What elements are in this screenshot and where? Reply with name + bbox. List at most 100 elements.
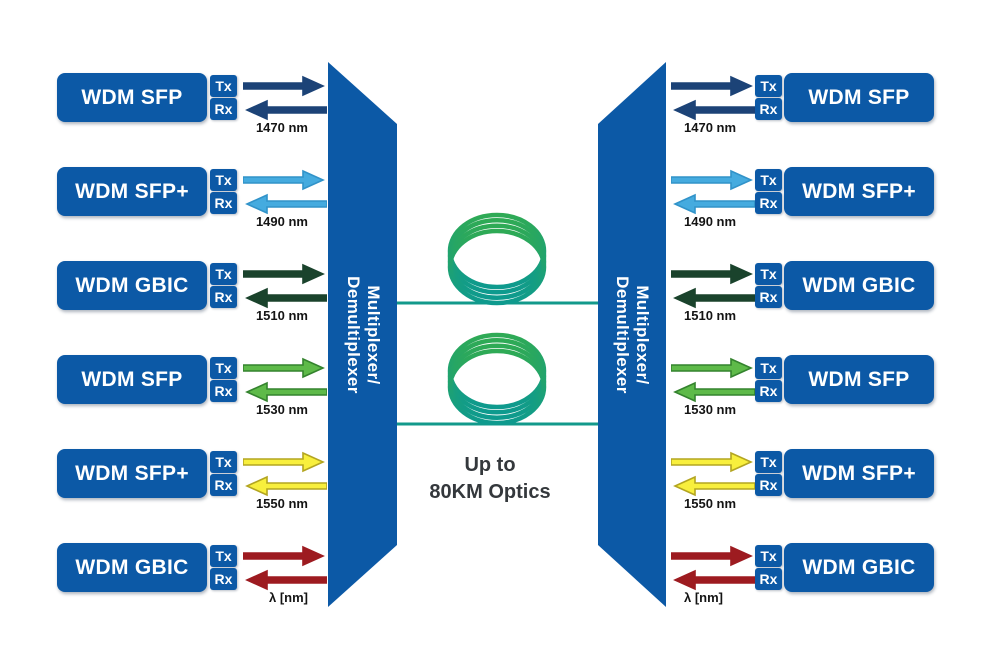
tx-arrow-icon [671,75,753,97]
multiplexer-left-shape [328,62,397,607]
arrow-pair-left [243,169,327,215]
device-label: WDM SFP [808,367,910,391]
arrow-pair-right [671,169,755,215]
device-box-left: WDM SFP+ [57,167,207,216]
device-label: WDM SFP+ [75,179,189,203]
port-rx: Rx [755,286,782,308]
arrow-pair-right [671,75,755,121]
arrow-pair-left [243,75,327,121]
wavelength-label-right: 1490 nm [684,214,737,229]
arrow-pair-left [243,545,327,591]
port-rx-label: Rx [759,571,778,587]
device-row: WDM SFP+ Tx Rx 1550 nm 1550 nm Tx Rx WDM… [0,449,1000,511]
port-rx-label: Rx [214,289,233,305]
distance-line2: 80KM Optics [429,481,551,503]
port-tx-label: Tx [215,548,232,564]
rx-arrow-icon [245,193,327,215]
wavelength-label-right: 1530 nm [684,402,737,417]
wavelength-label-right: 1470 nm [684,120,737,135]
arrow-pair-right [671,357,755,403]
tx-arrow-icon [243,545,325,567]
port-tx: Tx [210,451,237,473]
device-label: WDM SFP+ [802,179,916,203]
multiplexer-right: Multiplexer/ Demultiplexer [597,62,666,607]
rx-arrow-icon [673,569,755,591]
port-tx: Tx [210,357,237,379]
rx-arrow-icon [673,475,755,497]
rx-arrow-icon [673,99,755,121]
port-rx: Rx [755,380,782,402]
device-label: WDM GBIC [802,555,916,579]
rx-arrow-icon [245,381,327,403]
tx-arrow-icon [243,75,325,97]
port-group-right: Tx Rx [755,261,782,310]
port-rx: Rx [210,380,237,402]
port-tx: Tx [210,545,237,567]
port-tx-label: Tx [215,78,232,94]
port-rx-label: Rx [214,571,233,587]
rx-arrow-icon [245,569,327,591]
port-rx-label: Rx [214,383,233,399]
tx-arrow-icon [243,451,325,473]
device-label: WDM SFP+ [802,461,916,485]
port-rx: Rx [755,192,782,214]
wavelength-label-right: λ [nm] [684,590,723,605]
wavelength-label-left: 1470 nm [255,120,308,135]
tx-arrow-icon [671,451,753,473]
device-row: WDM SFP Tx Rx 1470 nm 1470 nm Tx Rx WDM … [0,73,1000,135]
device-label: WDM SFP+ [75,461,189,485]
port-rx: Rx [210,568,237,590]
device-label: WDM GBIC [802,273,916,297]
rx-arrow-icon [673,287,755,309]
port-rx: Rx [210,192,237,214]
device-label: WDM SFP [808,85,910,109]
device-box-right: WDM SFP [784,355,934,404]
port-group-right: Tx Rx [755,73,782,122]
wavelength-label-right: 1510 nm [684,308,737,323]
port-rx-label: Rx [759,289,778,305]
device-row: WDM GBIC Tx Rx 1510 nm 1510 nm Tx Rx WDM… [0,261,1000,323]
port-rx-label: Rx [759,101,778,117]
distance-line1: Up to [464,454,516,476]
wavelength-label-left: 1530 nm [255,402,308,417]
arrow-pair-left [243,357,327,403]
port-tx: Tx [755,451,782,473]
tx-arrow-icon [671,169,753,191]
tx-arrow-icon [243,263,325,285]
wavelength-label-right: 1550 nm [684,496,737,511]
device-label: WDM SFP [81,367,183,391]
device-box-right: WDM SFP+ [784,167,934,216]
port-tx-label: Tx [760,78,777,94]
rx-arrow-icon [673,381,755,403]
device-label: WDM SFP [81,85,183,109]
port-group-left: Tx Rx [210,73,237,122]
tx-arrow-icon [243,169,325,191]
port-group-right: Tx Rx [755,167,782,216]
device-box-right: WDM SFP [784,73,934,122]
device-box-right: WDM GBIC [784,543,934,592]
arrow-pair-left [243,451,327,497]
tx-arrow-icon [671,545,753,567]
port-tx-label: Tx [215,172,232,188]
port-group-right: Tx Rx [755,449,782,498]
device-box-left: WDM GBIC [57,261,207,310]
port-tx: Tx [210,263,237,285]
port-rx: Rx [210,98,237,120]
device-row: WDM GBIC Tx Rx λ [nm] λ [nm] Tx Rx WDM G… [0,543,1000,605]
arrow-pair-right [671,263,755,309]
port-rx-label: Rx [759,195,778,211]
port-tx-label: Tx [760,548,777,564]
wavelength-label-left: 1510 nm [255,308,308,323]
arrow-pair-left [243,263,327,309]
wavelength-label-left: 1550 nm [255,496,308,511]
port-tx-label: Tx [760,266,777,282]
wavelength-label-left: 1490 nm [255,214,308,229]
port-tx: Tx [755,169,782,191]
port-tx: Tx [755,357,782,379]
rx-arrow-icon [673,193,755,215]
port-tx: Tx [755,263,782,285]
port-group-left: Tx Rx [210,355,237,404]
port-rx-label: Rx [759,383,778,399]
port-rx: Rx [755,98,782,120]
port-tx: Tx [755,75,782,97]
